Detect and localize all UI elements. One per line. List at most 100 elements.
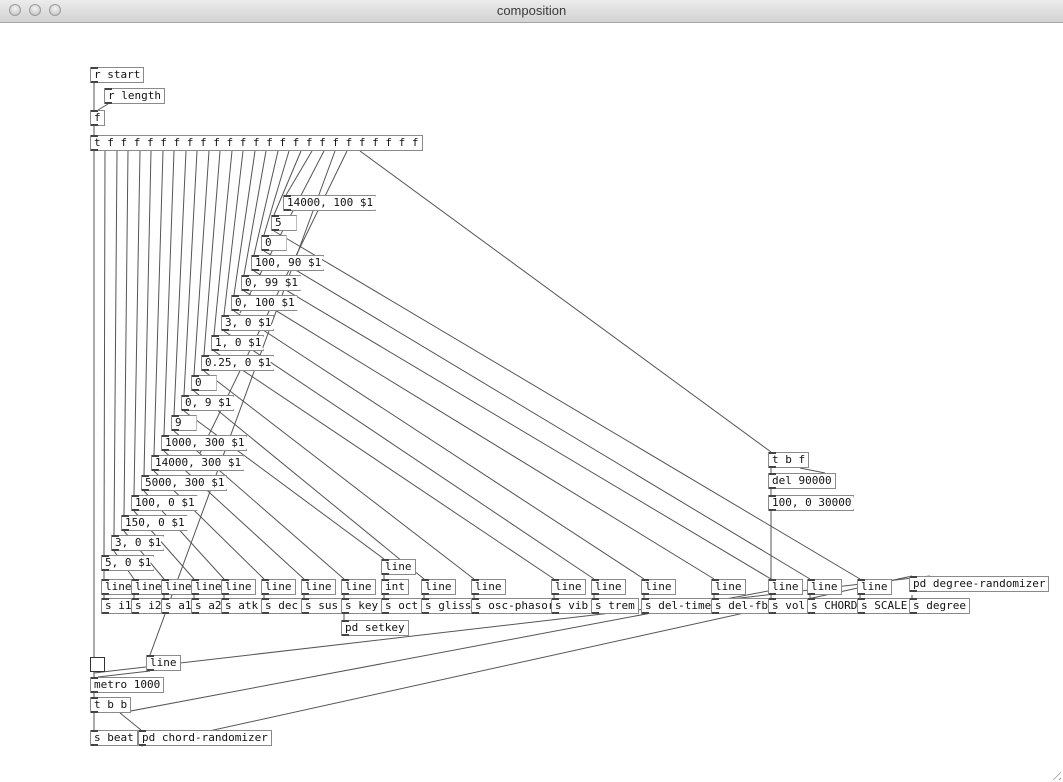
patch-object-msg-5-0[interactable]: 5, 0 $1 bbox=[101, 555, 154, 571]
patch-object-line-a2[interactable]: line bbox=[191, 579, 226, 595]
inlet-icon[interactable] bbox=[284, 195, 291, 197]
patch-cord[interactable] bbox=[97, 670, 151, 678]
patch-object-msg-14000-300[interactable]: 14000, 300 $1 bbox=[151, 455, 244, 471]
patch-object-line-chord[interactable]: line bbox=[807, 579, 842, 595]
patch-cord[interactable] bbox=[153, 150, 164, 456]
inlet-icon[interactable] bbox=[552, 579, 559, 581]
outlet-icon[interactable] bbox=[202, 369, 209, 371]
patch-cord[interactable] bbox=[119, 712, 142, 731]
inlet-icon[interactable] bbox=[105, 88, 112, 90]
inlet-icon[interactable] bbox=[910, 598, 917, 600]
inlet-icon[interactable] bbox=[342, 620, 349, 622]
inlet-icon[interactable] bbox=[769, 473, 776, 475]
bang-toggle[interactable] bbox=[90, 657, 105, 672]
inlet-icon[interactable] bbox=[272, 215, 279, 217]
outlet-icon[interactable] bbox=[105, 102, 112, 104]
inlet-icon[interactable] bbox=[162, 579, 169, 581]
inlet-icon[interactable] bbox=[162, 598, 169, 600]
inlet-icon[interactable] bbox=[712, 598, 719, 600]
outlet-icon[interactable] bbox=[222, 329, 229, 331]
outlet-icon[interactable] bbox=[242, 289, 249, 291]
patch-object-pd-setkey[interactable]: pd setkey bbox=[341, 620, 409, 636]
outlet-icon[interactable] bbox=[382, 593, 389, 595]
outlet-icon[interactable] bbox=[222, 593, 229, 595]
inlet-icon[interactable] bbox=[162, 435, 169, 437]
inlet-icon[interactable] bbox=[122, 515, 129, 517]
patch-cord[interactable] bbox=[173, 150, 187, 416]
patch-object-line-vib[interactable]: line bbox=[551, 579, 586, 595]
patch-object-s-chord[interactable]: s CHORD bbox=[807, 598, 862, 614]
inlet-icon[interactable] bbox=[102, 579, 109, 581]
outlet-icon[interactable] bbox=[769, 466, 776, 468]
patch-cord[interactable] bbox=[359, 150, 772, 453]
outlet-icon[interactable] bbox=[342, 634, 349, 636]
inlet-icon[interactable] bbox=[222, 598, 229, 600]
patch-cord[interactable] bbox=[263, 150, 290, 236]
inlet-icon[interactable] bbox=[769, 598, 776, 600]
patch-object-line-i2[interactable]: line bbox=[131, 579, 166, 595]
outlet-icon[interactable] bbox=[132, 509, 139, 511]
inlet-icon[interactable] bbox=[182, 395, 189, 397]
outlet-icon[interactable] bbox=[91, 81, 98, 83]
patch-object-msg-100-0[interactable]: 100, 0 $1 bbox=[131, 495, 198, 511]
patch-cord[interactable] bbox=[223, 330, 595, 580]
patch-object-line-gliss[interactable]: line bbox=[421, 579, 456, 595]
patch-object-r-length[interactable]: r length bbox=[104, 88, 165, 104]
outlet-icon[interactable] bbox=[284, 209, 291, 211]
inlet-icon[interactable] bbox=[302, 598, 309, 600]
patch-object-msg-0-9[interactable]: 0, 9 $1 bbox=[181, 395, 234, 411]
patch-cord[interactable] bbox=[243, 290, 715, 580]
inlet-icon[interactable] bbox=[91, 135, 98, 137]
patch-object-s-atk[interactable]: s atk bbox=[221, 598, 263, 614]
patch-cord[interactable] bbox=[253, 150, 279, 256]
inlet-icon[interactable] bbox=[152, 455, 159, 457]
patch-object-atom-5[interactable]: 5 bbox=[271, 215, 297, 231]
inlet-icon[interactable] bbox=[422, 579, 429, 581]
patch-cord[interactable] bbox=[149, 150, 336, 656]
outlet-icon[interactable] bbox=[112, 549, 119, 551]
outlet-icon[interactable] bbox=[769, 612, 776, 614]
patch-cord[interactable] bbox=[233, 310, 645, 580]
patch-object-s-a1[interactable]: s a1 bbox=[161, 598, 196, 614]
patch-object-msg-14000-100[interactable]: 14000, 100 $1 bbox=[283, 195, 376, 211]
inlet-icon[interactable] bbox=[769, 579, 776, 581]
patch-cord[interactable] bbox=[263, 250, 811, 580]
patch-object-msg-150-0[interactable]: 150, 0 $1 bbox=[121, 515, 188, 531]
inlet-icon[interactable] bbox=[192, 579, 199, 581]
outlet-icon[interactable] bbox=[139, 744, 146, 746]
close-window-icon[interactable] bbox=[9, 4, 21, 16]
outlet-icon[interactable] bbox=[472, 593, 479, 595]
inlet-icon[interactable] bbox=[232, 295, 239, 297]
inlet-icon[interactable] bbox=[139, 730, 146, 732]
patch-object-line-trem[interactable]: line bbox=[591, 579, 626, 595]
patch-cord[interactable] bbox=[103, 150, 106, 556]
inlet-icon[interactable] bbox=[172, 415, 179, 417]
outlet-icon[interactable] bbox=[858, 593, 865, 595]
patch-object-s-beat[interactable]: s beat bbox=[90, 730, 138, 746]
patch-cord[interactable] bbox=[183, 150, 198, 396]
patch-object-line-delfb[interactable]: line bbox=[711, 579, 746, 595]
patch-cord[interactable] bbox=[97, 103, 109, 111]
patch-object-int-oct[interactable]: int bbox=[381, 579, 409, 595]
outlet-icon[interactable] bbox=[222, 612, 229, 614]
outlet-icon[interactable] bbox=[769, 487, 776, 489]
inlet-icon[interactable] bbox=[592, 579, 599, 581]
patch-object-line-i1[interactable]: line bbox=[101, 579, 136, 595]
inlet-icon[interactable] bbox=[262, 598, 269, 600]
outlet-icon[interactable] bbox=[642, 612, 649, 614]
outlet-icon[interactable] bbox=[808, 612, 815, 614]
outlet-icon[interactable] bbox=[91, 124, 98, 126]
patch-cord[interactable] bbox=[243, 150, 267, 276]
inlet-icon[interactable] bbox=[132, 579, 139, 581]
patch-object-msg-1-0[interactable]: 1, 0 $1 bbox=[211, 335, 264, 351]
patch-object-s-trem[interactable]: s trem bbox=[591, 598, 639, 614]
inlet-icon[interactable] bbox=[147, 655, 154, 657]
inlet-icon[interactable] bbox=[769, 495, 776, 497]
inlet-icon[interactable] bbox=[592, 598, 599, 600]
patch-cord[interactable] bbox=[203, 370, 475, 580]
patch-object-s-scale[interactable]: s SCALE bbox=[857, 598, 912, 614]
outlet-icon[interactable] bbox=[122, 529, 129, 531]
outlet-icon[interactable] bbox=[858, 612, 865, 614]
inlet-icon[interactable] bbox=[91, 730, 98, 732]
